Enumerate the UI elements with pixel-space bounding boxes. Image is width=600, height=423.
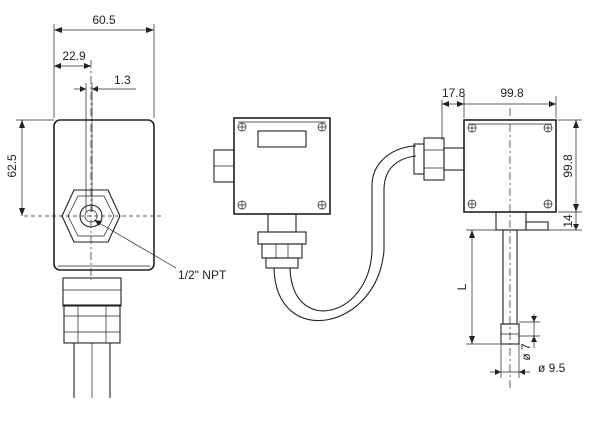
side-probe-diameter-label: ø 7 xyxy=(519,343,533,361)
front-width-label: 60.5 xyxy=(92,13,116,27)
probe-stem xyxy=(502,229,518,325)
corner-screw xyxy=(317,122,327,132)
corner-screw xyxy=(543,199,553,209)
front-height-label: 62.5 xyxy=(5,154,19,178)
corner-screw xyxy=(237,200,247,210)
front-view: 60.5 22.9 1.3 62.5 1/2" NPT xyxy=(5,13,227,398)
corner-screw xyxy=(317,200,327,210)
side-width-label: 99.8 xyxy=(500,86,524,100)
front-cable xyxy=(73,343,111,398)
side-height-label: 99.8 xyxy=(561,154,575,178)
corner-screw xyxy=(467,199,477,209)
corner-screw xyxy=(237,122,247,132)
front-probe-gap-label: 1.3 xyxy=(114,73,131,87)
side-mount-label: 14 xyxy=(561,214,575,228)
corner-screw xyxy=(467,123,477,133)
front-gland-nut xyxy=(63,304,121,344)
hex-nut xyxy=(61,189,121,243)
side-tip-diameter-label: ø 9.5 xyxy=(538,361,566,375)
front-center-offset-label: 22.9 xyxy=(62,49,86,63)
connecting-cable xyxy=(273,155,417,321)
middle-view xyxy=(213,117,417,321)
front-housing xyxy=(53,119,155,271)
corner-screw xyxy=(543,123,553,133)
side-view: 17.8 99.8 99.8 14 L ø 7 xyxy=(413,86,582,388)
side-probe-length-label: L xyxy=(455,283,469,290)
side-housing xyxy=(463,119,557,213)
display-window xyxy=(257,130,307,148)
front-thread-label: 1/2" NPT xyxy=(178,268,227,282)
side-gland-label: 17.8 xyxy=(442,86,466,100)
middle-housing xyxy=(233,117,331,215)
middle-gland xyxy=(257,231,307,245)
